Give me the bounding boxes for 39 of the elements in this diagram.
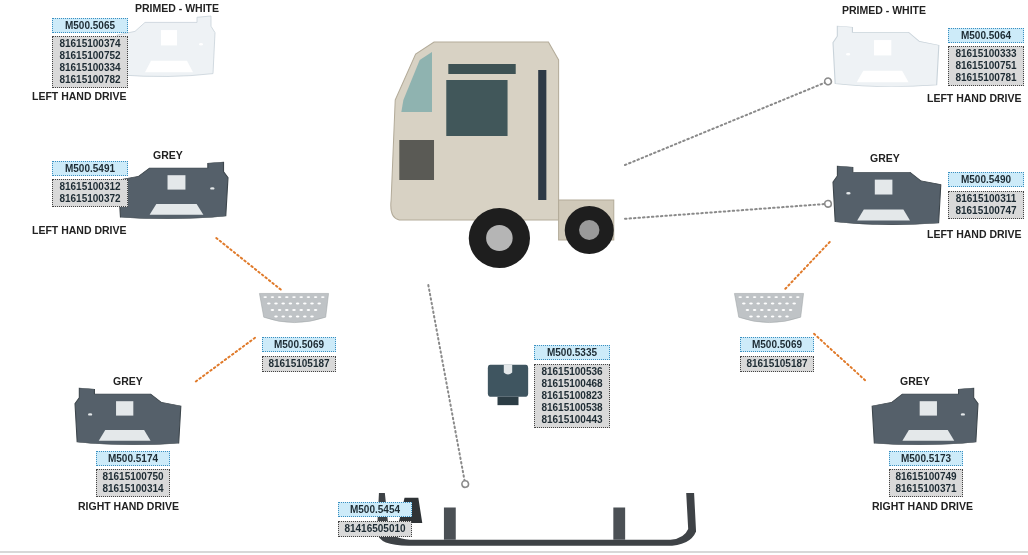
part-number-list: 81615100311 81615100747 bbox=[948, 191, 1024, 219]
part-code-label: M500.5069 bbox=[262, 337, 336, 352]
leader-line bbox=[215, 237, 283, 291]
part-code-label: M500.5064 bbox=[948, 28, 1024, 43]
leader-line bbox=[624, 77, 833, 166]
part-number-list: 81416505010 bbox=[338, 521, 412, 537]
leader-line bbox=[813, 332, 867, 382]
caption-label: RIGHT HAND DRIVE bbox=[78, 500, 179, 512]
caption-label: LEFT HAND DRIVE bbox=[32, 90, 127, 102]
caption-label: PRIMED - WHITE bbox=[135, 2, 219, 14]
part-code-label: M500.5335 bbox=[534, 345, 610, 360]
part-number-list: 81615100312 81615100372 bbox=[52, 179, 128, 207]
part-code-label: M500.5173 bbox=[889, 451, 963, 466]
part-code-label: M500.5174 bbox=[96, 451, 170, 466]
caption-label: LEFT HAND DRIVE bbox=[32, 224, 127, 236]
part-number-list: 81615105187 bbox=[740, 356, 814, 372]
part-number-list: 81615100750 81615100314 bbox=[96, 469, 170, 497]
leader-line bbox=[193, 336, 256, 384]
part-code-label: M500.5454 bbox=[338, 502, 412, 517]
caption-label: LEFT HAND DRIVE bbox=[927, 92, 1022, 104]
leader-line bbox=[427, 284, 470, 489]
caption-label: LEFT HAND DRIVE bbox=[927, 228, 1022, 240]
leader-line bbox=[624, 199, 833, 220]
caption-label: GREY bbox=[153, 149, 183, 161]
part-number-list: 81615100374 81615100752 81615100334 81615100782 bbox=[52, 36, 128, 88]
part-code-label: M500.5065 bbox=[52, 18, 128, 33]
part-number-list: 81615100749 81615100371 bbox=[889, 469, 963, 497]
caption-label: GREY bbox=[870, 152, 900, 164]
part-number-list: 81615100333 81615100751 81615100781 bbox=[948, 46, 1024, 86]
part-number-list: 81615100536 81615100468 81615100823 81615100538 81615100443 bbox=[534, 364, 610, 428]
part-code-label: M500.5069 bbox=[740, 337, 814, 352]
caption-label: GREY bbox=[900, 375, 930, 387]
caption-label: RIGHT HAND DRIVE bbox=[872, 500, 973, 512]
leader-line bbox=[783, 241, 831, 291]
part-code-label: M500.5491 bbox=[52, 161, 128, 176]
caption-label: PRIMED - WHITE bbox=[842, 4, 926, 16]
part-number-list: 81615105187 bbox=[262, 356, 336, 372]
caption-label: GREY bbox=[113, 375, 143, 387]
part-code-label: M500.5490 bbox=[948, 172, 1024, 187]
